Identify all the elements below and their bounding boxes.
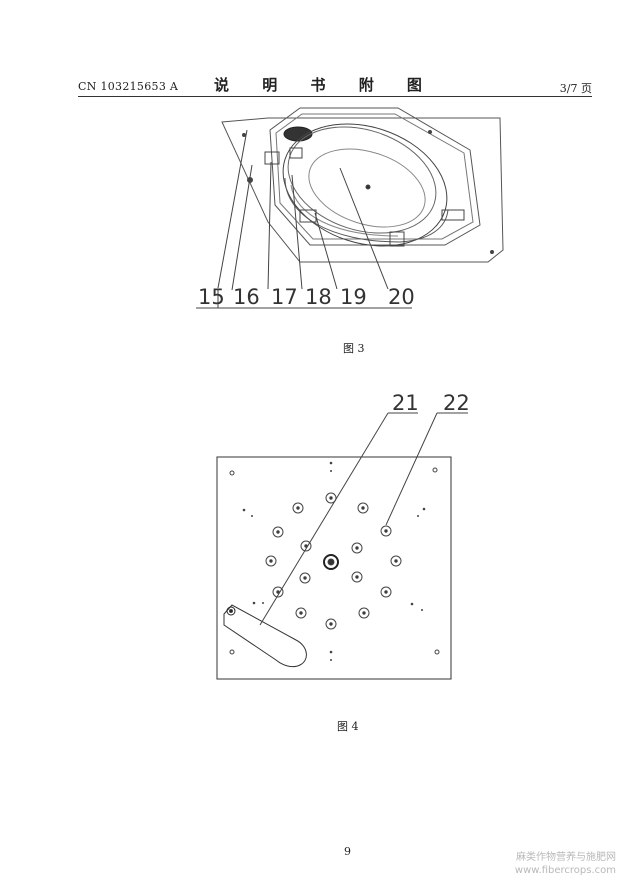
leader-line-21: [259, 412, 389, 626]
watermark-line-1: 麻类作物营养与施肥网: [516, 852, 616, 863]
bowl-floor: [308, 148, 426, 228]
leader-line-22: [385, 412, 438, 526]
figure-4-caption: 图 4: [337, 720, 359, 733]
clamp-right: [441, 209, 465, 221]
leader-line-18: [291, 174, 303, 290]
label-19: 19: [340, 285, 367, 309]
figure-3-caption: 图 3: [343, 342, 365, 355]
center-hub: [323, 554, 339, 570]
plate-hole: [428, 130, 432, 134]
watermark-line-2: www.fibercrops.com: [514, 865, 616, 876]
pot-holes: [265, 492, 402, 630]
label-21: 21: [392, 391, 419, 415]
label-16: 16: [233, 285, 260, 309]
bowl-center-hole: [365, 184, 371, 190]
leader-line-17: [267, 161, 272, 290]
label-20: 20: [388, 285, 415, 309]
arm-pivot-core: [229, 609, 233, 613]
octagonal-frame: [269, 107, 481, 246]
page-title: 说 明 书 附 图: [214, 76, 436, 94]
frame-inner-edge: [275, 113, 474, 240]
label-22: 22: [443, 391, 470, 415]
bolt-marks: [242, 461, 426, 661]
leader-line-16: [231, 164, 253, 291]
swing-arm: [223, 604, 307, 668]
plate-hole: [242, 133, 246, 137]
patent-number: CN 103215653 A: [78, 80, 179, 93]
watermark: 麻类作物营养与施肥网 www.fibercrops.com: [515, 851, 616, 877]
corner-hole: [432, 467, 438, 473]
clamp-left: [264, 151, 280, 165]
bowl-outer-rim: [282, 123, 448, 247]
corner-hole: [229, 649, 235, 655]
label-18: 18: [305, 285, 332, 309]
header-divider: [78, 96, 592, 97]
page-counter: 3/7 页: [559, 82, 592, 95]
clamp-bottom: [389, 231, 405, 247]
corner-hole: [434, 649, 440, 655]
square-plate: [216, 456, 452, 680]
clamp-top: [289, 147, 303, 159]
page-number: 9: [344, 845, 351, 858]
corner-hole: [229, 470, 235, 476]
label-17: 17: [271, 285, 298, 309]
bowl-body: [284, 177, 449, 243]
leader-line-19: [314, 212, 338, 290]
center-hub-core: [327, 558, 335, 566]
base-plate: [221, 117, 504, 263]
leader-line-15: [217, 129, 248, 289]
arm-pivot: [226, 606, 236, 616]
label-15: 15: [198, 285, 225, 309]
leader-line-20: [339, 167, 389, 290]
plate-hole: [490, 250, 494, 254]
